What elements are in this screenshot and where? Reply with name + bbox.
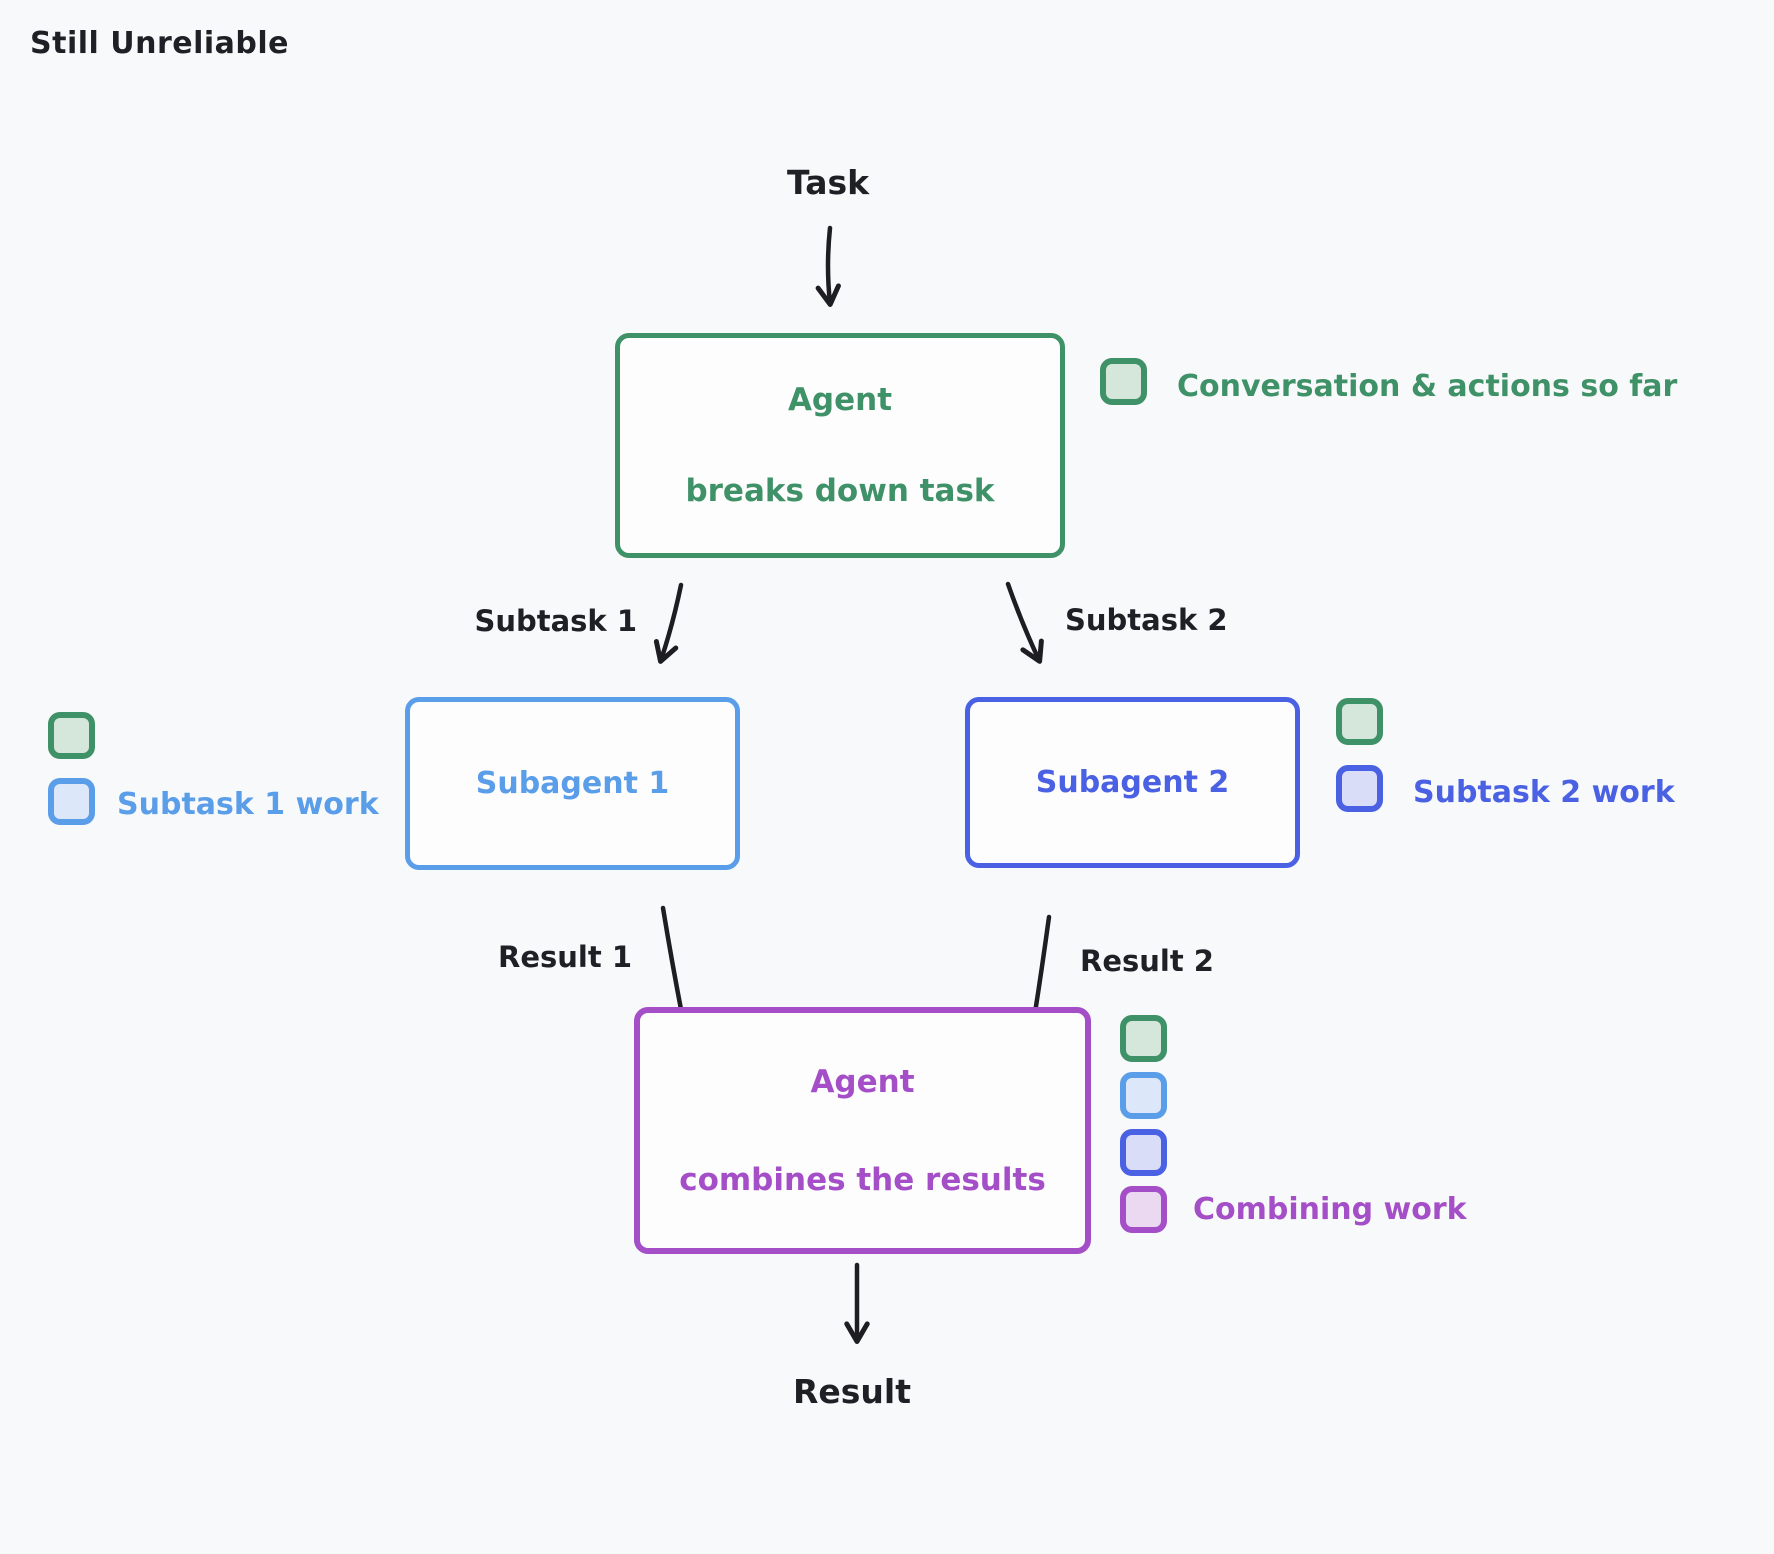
legend-label-conversation: Conversation & actions so far xyxy=(1177,369,1678,404)
legend-swatch-subtask1-green xyxy=(48,712,95,759)
legend-swatch-combining-blue xyxy=(1120,1072,1167,1119)
node-text-line: Agent xyxy=(787,382,893,418)
result-label: Result xyxy=(792,1372,911,1411)
node-text-line: Subagent 2 xyxy=(1035,765,1230,800)
node-text-line: combines the results xyxy=(679,1161,1046,1198)
edge-label-subtask-2: Subtask 2 xyxy=(1065,603,1228,637)
edge-label-result-2: Result 2 xyxy=(1080,944,1214,978)
arrow-agent-to-subagent2 xyxy=(1005,581,1044,664)
edge-label-result-1: Result 1 xyxy=(498,940,632,974)
task-label: Task xyxy=(786,163,870,202)
edge-label-subtask-1: Subtask 1 xyxy=(474,604,637,638)
node-text-line: breaks down task xyxy=(685,473,995,509)
legend-swatch-subtask2-green xyxy=(1336,698,1383,745)
legend-label-subtask2-work: Subtask 2 work xyxy=(1413,775,1675,810)
legend-swatch-combining-purple xyxy=(1120,1186,1167,1233)
node-text-line: Subagent 1 xyxy=(475,766,670,801)
node-subagent-2: Subagent 2 xyxy=(965,697,1300,868)
node-agent-breaks-down-task: Agent breaks down task xyxy=(615,333,1065,558)
node-text-line: Agent xyxy=(810,1063,915,1100)
legend-swatch-combining-indigo xyxy=(1120,1129,1167,1176)
legend-swatch-subtask1-blue xyxy=(48,778,95,825)
arrow-agent-to-subagent1 xyxy=(653,582,684,664)
legend-swatch-combining-green xyxy=(1120,1015,1167,1062)
legend-label-combining-work: Combining work xyxy=(1193,1192,1467,1227)
legend-label-subtask1-work: Subtask 1 work xyxy=(117,787,379,822)
arrow-task-to-agent xyxy=(815,225,841,307)
page-title: Still Unreliable xyxy=(30,26,290,61)
legend-swatch-conversation-green xyxy=(1100,358,1147,405)
node-subagent-1: Subagent 1 xyxy=(405,697,740,870)
legend-swatch-subtask2-indigo xyxy=(1336,765,1383,812)
node-agent-combines-results: Agent combines the results xyxy=(634,1007,1091,1254)
